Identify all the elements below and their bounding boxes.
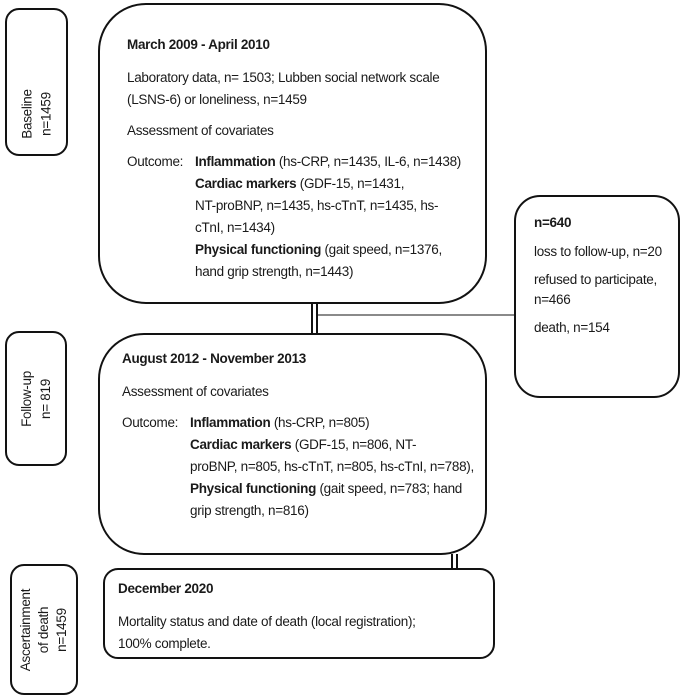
outcome-line: hand grip strength, n=1443) [195, 261, 461, 283]
stage-label-line: n= 819 [37, 378, 53, 419]
node-text-line: Assessment of covariates [122, 384, 269, 399]
outcome-detail: grip strength, n=816) [190, 503, 309, 518]
outcome-detail: (hs-CRP, n=1435, IL-6, n=1438) [275, 154, 461, 169]
outcome-detail: (GDF-15, n=806, NT- [291, 437, 417, 452]
dropout-item-line: n=466 [534, 292, 571, 307]
stage-label-line: n=1459 [38, 92, 54, 136]
outcome-category: Physical functioning [190, 481, 317, 496]
flow-node-dropout: n=640 loss to follow-up, n=20 refused to… [514, 195, 680, 398]
node-title: August 2012 - November 2013 [122, 351, 306, 366]
outcome-category: Cardiac markers [190, 437, 292, 452]
node-text-line: Assessment of covariates [127, 123, 274, 138]
stage-label-line: of death [36, 606, 52, 653]
outcome-line: Cardiac markers (GDF-15, n=806, NT- [190, 434, 474, 456]
node-title: n=640 [534, 215, 572, 230]
outcome-line: NT-proBNP, n=1435, hs-cTnT, n=1435, hs- [195, 195, 461, 217]
stage-box-ascertainment-of-death: Ascertainment of death n=1459 [10, 564, 78, 695]
dropout-item: death, n=154 [534, 320, 610, 335]
outcome-line: proBNP, n=805, hs-cTnT, n=805, hs-cTnI, … [190, 456, 474, 478]
stage-label-line: n=1459 [54, 607, 70, 652]
outcome-detail: NT-proBNP, n=1435, hs-cTnT, n=1435, hs- [195, 198, 439, 213]
stage-label-line: Ascertainment [18, 588, 34, 671]
flow-node-mortality-ascertainment: December 2020 Mortality status and date … [103, 568, 495, 659]
dropout-item: loss to follow-up, n=20 [534, 244, 662, 259]
outcome-category: Cardiac markers [195, 176, 297, 191]
outcome-detail: (gait speed, n=783; hand [316, 481, 463, 496]
outcome-line: Cardiac markers (GDF-15, n=1431, [195, 173, 461, 195]
outcome-line: Physical functioning (gait speed, n=783;… [190, 478, 474, 500]
connector-to-dropout-box [318, 314, 514, 316]
node-text-line: Laboratory data, n= 1503; Lubben social … [127, 70, 440, 85]
outcome-detail: cTnI, n=1434) [195, 220, 275, 235]
outcome-category: Inflammation [190, 415, 271, 430]
outcome-category: Inflammation [195, 154, 276, 169]
stage-label-baseline: Baseline n=1459 [17, 89, 55, 138]
stage-label-line: Baseline [19, 89, 35, 139]
outcome-line: Inflammation (hs-CRP, n=805) [190, 412, 474, 434]
stage-label-followup: Follow-up n= 819 [17, 371, 55, 427]
outcome-line: Inflammation (hs-CRP, n=1435, IL-6, n=14… [195, 151, 461, 173]
stage-label-ascertainment: Ascertainment of death n=1459 [17, 588, 71, 670]
outcome-detail: hand grip strength, n=1443) [195, 264, 354, 279]
stage-box-followup: Follow-up n= 819 [5, 331, 67, 466]
outcome-line: Physical functioning (gait speed, n=1376… [195, 239, 461, 261]
connector-baseline-to-followup [311, 303, 318, 335]
outcome-section: Outcome: Inflammation (hs-CRP, n=805) Ca… [122, 412, 475, 522]
outcome-content: Inflammation (hs-CRP, n=805) Cardiac mar… [190, 412, 474, 522]
outcome-detail: (hs-CRP, n=805) [270, 415, 370, 430]
outcome-category: Physical functioning [195, 242, 322, 257]
outcome-section: Outcome: Inflammation (hs-CRP, n=1435, I… [127, 151, 475, 283]
outcome-detail: (GDF-15, n=1431, [296, 176, 405, 191]
outcome-label: Outcome: [122, 415, 179, 430]
outcome-line: cTnI, n=1434) [195, 217, 461, 239]
node-text-line: Mortality status and date of death (loca… [118, 614, 416, 629]
stage-label-line: Follow-up [18, 370, 34, 427]
connector-followup-to-mortality [451, 554, 458, 569]
dropout-item-line: refused to participate, [534, 272, 657, 287]
dropout-item: refused to participate, n=466 [534, 270, 670, 310]
outcome-line: grip strength, n=816) [190, 500, 474, 522]
flow-node-baseline-visit: March 2009 - April 2010 Laboratory data,… [98, 3, 487, 304]
flow-node-followup-visit: August 2012 - November 2013 Assessment o… [98, 333, 487, 555]
node-title: December 2020 [118, 581, 214, 596]
node-text-line: (LSNS-6) or loneliness, n=1459 [127, 92, 307, 107]
outcome-content: Inflammation (hs-CRP, n=1435, IL-6, n=14… [195, 151, 461, 283]
node-text-line: 100% complete. [118, 636, 211, 651]
outcome-detail: proBNP, n=805, hs-cTnT, n=805, hs-cTnI, … [190, 459, 474, 474]
node-title: March 2009 - April 2010 [127, 37, 270, 52]
outcome-label: Outcome: [127, 154, 184, 169]
stage-box-baseline: Baseline n=1459 [5, 8, 68, 156]
outcome-detail: (gait speed, n=1376, [321, 242, 442, 257]
